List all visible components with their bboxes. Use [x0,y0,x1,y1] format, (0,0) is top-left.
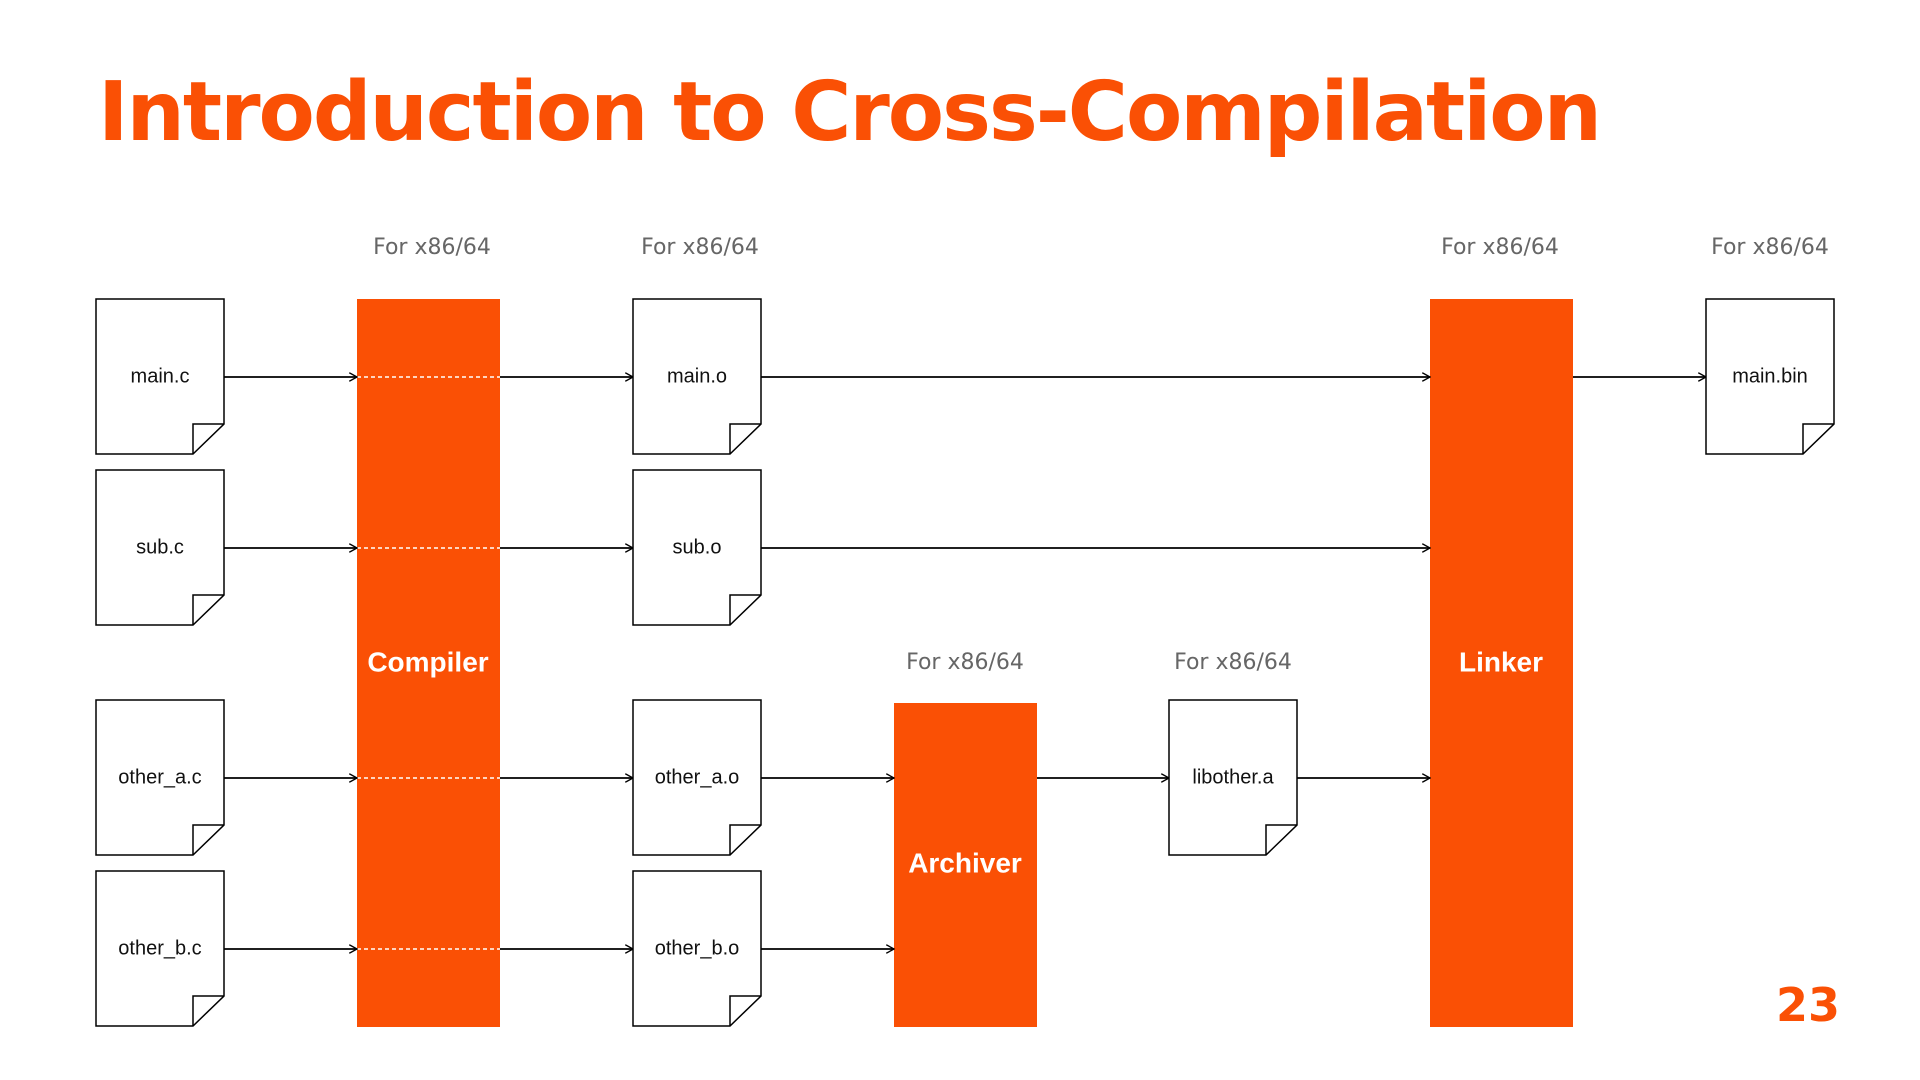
archiver-platform-label: For x86/64 [906,650,1024,675]
source-file-main-c: main.c [131,365,190,387]
archiver-label: Archiver [908,847,1022,878]
object-file-other-a-o: other_a.o [655,766,740,788]
linker-block [1430,299,1573,1027]
page-number: 23 [1775,978,1840,1032]
source-file-other-a-c: other_a.c [118,766,201,788]
linker-label: Linker [1459,646,1543,677]
compiler-passthrough-lines [357,376,500,950]
output-platform-label: For x86/64 [1711,235,1829,260]
object-file-main-o: main.o [667,365,727,387]
file-icon-sub-o [632,469,762,626]
compiler-block [357,299,500,1027]
archiver-block [894,703,1037,1027]
file-icon-other-a-o [632,699,762,856]
flow-arrows [224,377,1706,949]
file-icon-other-a-c [95,699,225,856]
object-file-sub-o: sub.o [673,536,722,558]
file-icon-main-c [95,298,225,455]
file-documents [95,298,1835,1027]
linker-platform-label: For x86/64 [1441,235,1559,260]
compiler-label: Compiler [367,646,488,677]
slide-title: Introduction to Cross-Compilation [98,65,1602,160]
library-file-libother-a: libother.a [1192,766,1274,788]
library-platform-label: For x86/64 [1174,650,1292,675]
output-file-main-bin: main.bin [1732,365,1808,387]
source-file-sub-c: sub.c [136,536,184,558]
file-icon-sub-c [95,469,225,626]
source-file-other-b-c: other_b.c [118,937,201,959]
file-icon-main-bin [1705,298,1835,455]
file-icon-other-b-o [632,870,762,1027]
objects-platform-label: For x86/64 [641,235,759,260]
file-icon-other-b-c [95,870,225,1027]
object-file-other-b-o: other_b.o [655,937,740,959]
compiler-platform-label: For x86/64 [373,235,491,260]
file-icon-main-o [632,298,762,455]
file-icon-libother-a [1168,699,1298,856]
